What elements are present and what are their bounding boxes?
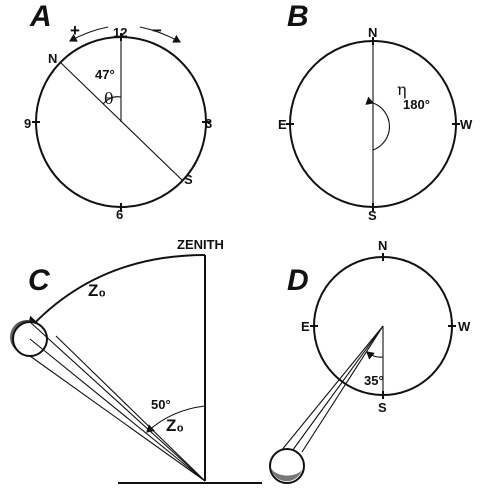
moon-shading-d xyxy=(271,468,302,482)
panel-b: B N S E W η 180° xyxy=(278,0,473,223)
west-label-d: W xyxy=(458,319,471,334)
hour-3-label: 3 xyxy=(205,116,212,131)
moon-ray-center-d xyxy=(286,325,384,459)
moon-ray-top-d xyxy=(301,325,384,453)
azimuth-angle-arc xyxy=(366,351,384,360)
moon-ray-center-c xyxy=(29,338,206,482)
zenith-arc xyxy=(26,254,206,332)
south-label-d: S xyxy=(378,400,387,415)
azimuth-value-label: 35° xyxy=(364,373,384,388)
moon-ray-top-c xyxy=(29,321,206,482)
south-label-b: S xyxy=(368,208,377,223)
hour-9-label: 9 xyxy=(24,116,31,131)
moon-ray-bottom-c xyxy=(29,355,206,482)
minus-sign: − xyxy=(152,21,162,40)
elevation-label: 50° xyxy=(151,397,171,412)
hour-12-label: 12 xyxy=(113,25,127,40)
panel-c-letter: C xyxy=(28,264,51,297)
eta-symbol: η xyxy=(397,80,407,99)
minus-direction-arrow xyxy=(139,26,181,43)
panel-b-letter: B xyxy=(287,0,309,33)
theta-symbol: θ xyxy=(104,89,114,108)
elevation-ray-c xyxy=(55,335,206,482)
panel-a-letter: A xyxy=(29,0,52,33)
north-label: N xyxy=(48,51,57,66)
plus-sign: + xyxy=(70,21,80,40)
north-label-d: N xyxy=(378,238,387,253)
z0-angle-label: Z₀ xyxy=(166,416,184,435)
z0-arc-label: Z₀ xyxy=(88,281,106,300)
zenith-label: ZENITH xyxy=(177,237,224,252)
theta-angle-arc xyxy=(102,96,122,105)
eta-value-label: 180° xyxy=(403,97,430,112)
east-label-b: E xyxy=(278,117,287,132)
panel-c: C ZENITH Z₀ 50° Z₀ xyxy=(10,237,262,484)
north-label-b: N xyxy=(368,25,377,40)
panel-d-letter: D xyxy=(287,264,309,297)
panel-a: A + − 12 3 6 9 N S 47° θ xyxy=(24,0,212,222)
north-south-line xyxy=(59,61,183,181)
eta-angle-arc xyxy=(365,96,390,151)
plus-direction-arrow xyxy=(69,26,109,42)
west-label-b: W xyxy=(460,117,473,132)
z0-angle-arc xyxy=(146,405,206,433)
angle-value-label: 47° xyxy=(95,67,115,82)
south-label: S xyxy=(184,172,193,187)
east-label-d: E xyxy=(301,319,310,334)
panel-d: D N S E W 35° xyxy=(269,238,471,484)
moon-ray-bottom-d xyxy=(271,325,384,463)
hour-6-label: 6 xyxy=(116,207,123,222)
